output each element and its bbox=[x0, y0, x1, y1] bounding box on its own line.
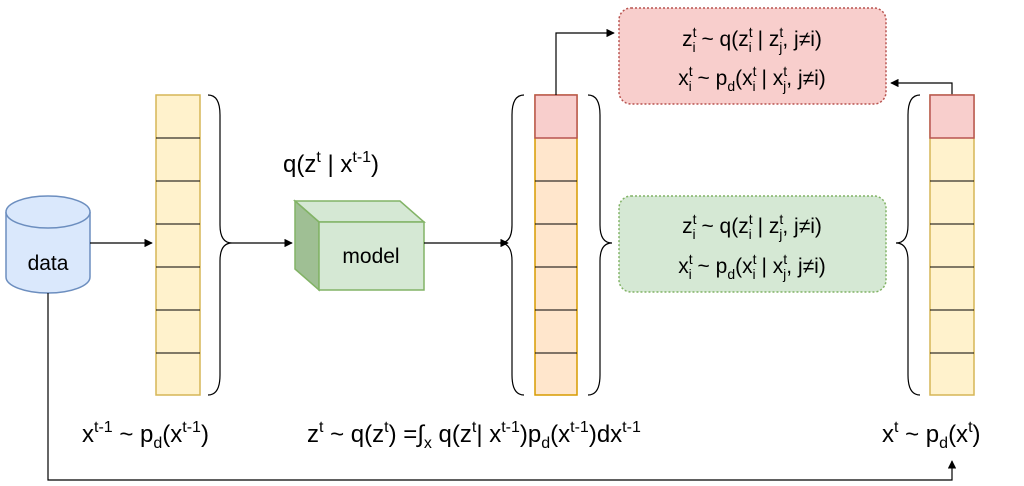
latent-stack bbox=[534, 94, 578, 396]
input-stack-label: xt-1 ~ pd(xt-1) bbox=[82, 419, 209, 452]
latent-stack-right-brace bbox=[587, 94, 613, 396]
latent-stack-left-brace bbox=[499, 94, 525, 396]
data-node[interactable]: data bbox=[5, 195, 91, 294]
latent-stack-highlight-cell bbox=[534, 94, 578, 139]
arrow-output-to-red-box bbox=[890, 78, 953, 95]
output-stack-highlight-cell bbox=[929, 94, 975, 139]
cube-icon bbox=[293, 199, 426, 292]
database-cylinder-icon bbox=[5, 195, 91, 294]
arrow-data-to-output bbox=[47, 293, 957, 481]
output-stack-label: xt ~ pd(xt) bbox=[882, 419, 981, 452]
data-label: data bbox=[28, 252, 69, 275]
model-input-label: q(zt | xt-1) bbox=[283, 149, 379, 178]
input-stack bbox=[155, 94, 201, 396]
arrow-latent-to-red-box bbox=[555, 28, 615, 95]
input-stack-brace bbox=[207, 94, 233, 396]
output-stack-brace bbox=[895, 94, 921, 396]
latent-stack-label: zt ~ q(zt) =∫x q(zt| xt-1)pd(xt-1)dxt-1 bbox=[307, 419, 641, 452]
model-node[interactable]: model bbox=[293, 199, 426, 292]
model-label: model bbox=[342, 245, 399, 268]
output-stack bbox=[929, 94, 975, 396]
